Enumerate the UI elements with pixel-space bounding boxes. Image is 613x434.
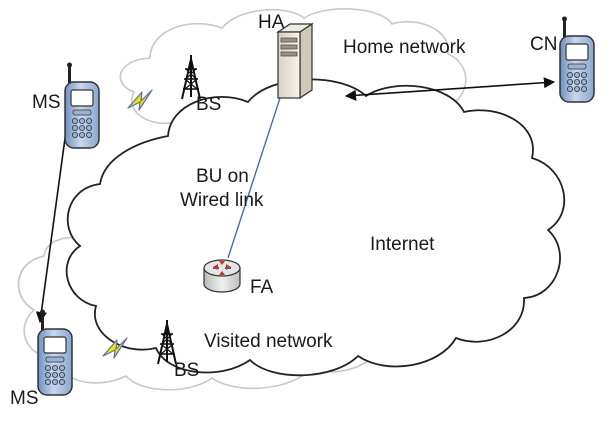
fa-label: FA	[250, 277, 274, 298]
internet-label: Internet	[370, 234, 435, 255]
bu-label-line1: BU on	[196, 166, 249, 187]
ha-cn-link	[344, 77, 556, 101]
ms-bottom-phone-icon	[37, 308, 73, 396]
ha-server-icon	[276, 22, 314, 100]
cn-label: CN	[530, 34, 557, 55]
visited-network-overlap	[17, 255, 45, 311]
visited-network-label: Visited network	[204, 331, 333, 352]
fa-router-icon	[203, 259, 241, 293]
bu-label-line2: Wired link	[180, 190, 264, 211]
cn-phone-icon	[559, 15, 595, 103]
bs-top-tower-icon	[181, 54, 201, 100]
bs-bottom-label: BS	[174, 360, 199, 381]
ms-top-label: MS	[32, 92, 61, 113]
ms-top-phone-icon	[64, 61, 100, 149]
home-network-label: Home network	[343, 37, 466, 58]
ha-label: HA	[258, 12, 285, 33]
bs-top-label: BS	[196, 94, 221, 115]
ms-bottom-label: MS	[10, 388, 39, 409]
ms-movement-arrow	[35, 130, 67, 324]
